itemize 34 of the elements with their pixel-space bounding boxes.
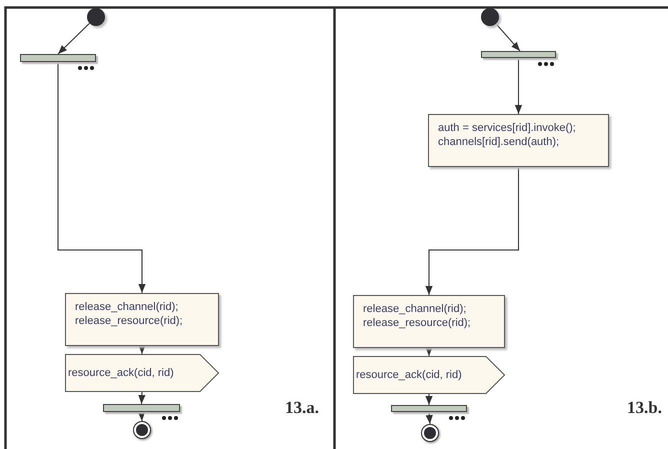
code-text: channels[rid].send(auth);: [438, 135, 560, 149]
arrow: [495, 23, 520, 52]
fork-bar: [481, 51, 556, 58]
action-box: [65, 293, 219, 346]
initial-node: [87, 8, 105, 26]
arrow: [425, 166, 519, 296]
code-text: auth = services[rid].invoke();: [438, 121, 577, 135]
final-node: [133, 421, 151, 439]
figure-label: 13.a.: [285, 398, 319, 418]
code-text: release_channel(rid);: [75, 300, 180, 314]
code-text: resource_ack(cid, rid): [356, 368, 462, 382]
fork-bar: [103, 404, 180, 412]
send-signal-shape: [65, 354, 219, 392]
arrow: [425, 394, 433, 406]
final-node: [421, 424, 439, 442]
arrow: [425, 347, 433, 356]
code-text: release_resource(rid);: [363, 316, 472, 330]
code-text: release_channel(rid);: [363, 302, 468, 316]
arrow: [138, 392, 146, 404]
initial-node: [481, 8, 499, 26]
action-box: [353, 295, 505, 348]
arrow: [58, 62, 146, 294]
figure-label: 13.b.: [627, 398, 662, 418]
code-text: release_resource(rid);: [75, 314, 184, 328]
fork-bar: [20, 54, 96, 62]
action-box: [428, 114, 609, 167]
arrow: [138, 345, 146, 354]
arrow: [426, 412, 433, 424]
arrow: [58, 22, 90, 54]
code-text: resource_ack(cid, rid): [68, 366, 174, 380]
arrow: [138, 412, 146, 422]
arrow: [514, 58, 522, 114]
send-signal-shape: [353, 356, 505, 394]
fork-bar: [391, 405, 467, 412]
